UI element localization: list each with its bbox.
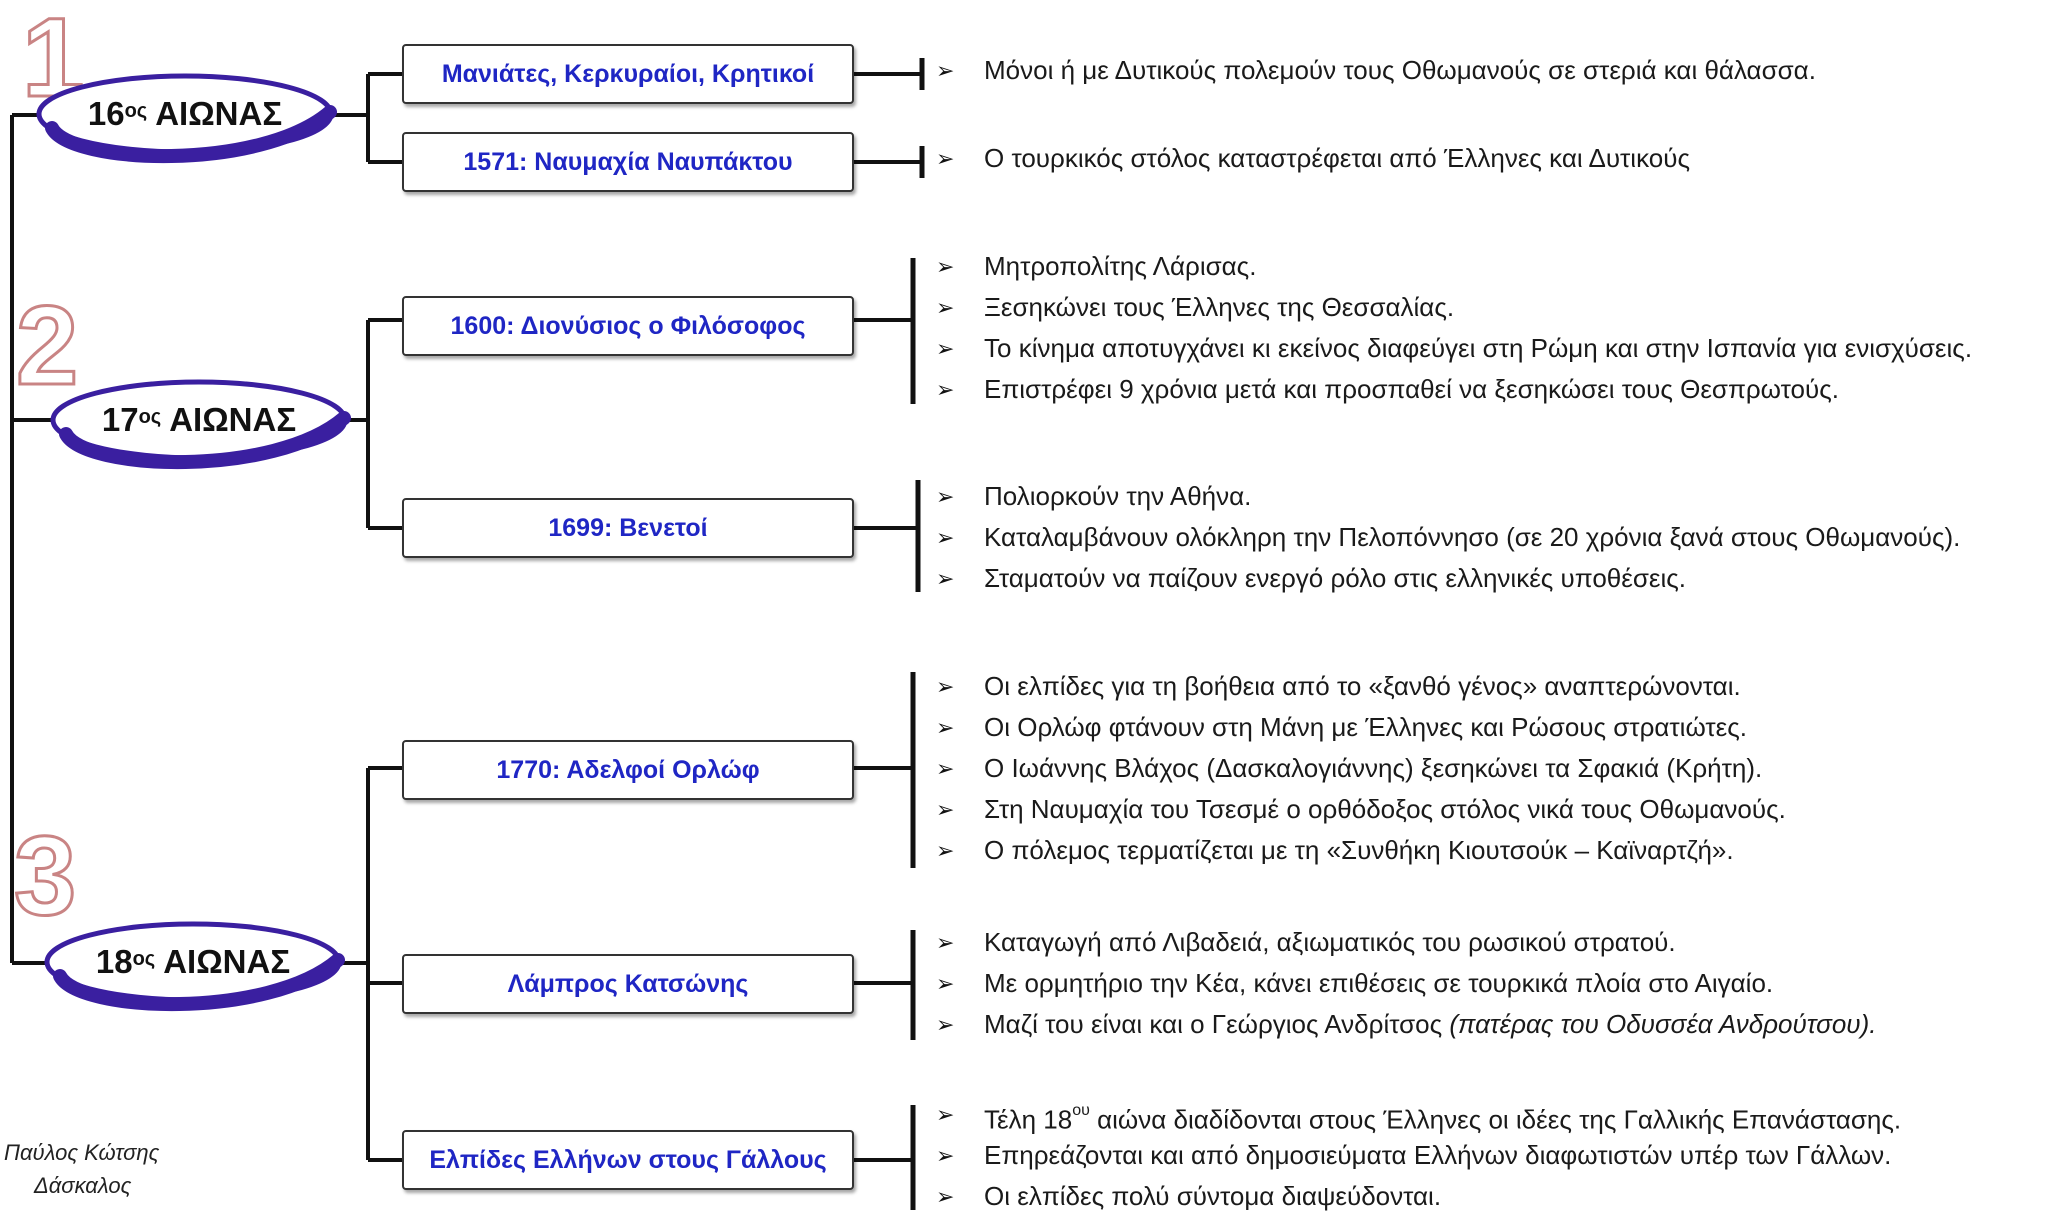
arrow-bullet-icon: ➢ [936, 756, 955, 781]
list-item: ➢Το κίνημα αποτυγχάνει κι εκείνος διαφεύ… [936, 328, 1972, 369]
topic-venetoi: 1699: Βενετοί [402, 498, 854, 558]
list-item: ➢Πολιορκούν την Αθήνα. [936, 476, 1960, 517]
arrow-bullet-icon: ➢ [936, 58, 955, 83]
list-item: ➢Καταγωγή από Λιβαδειά, αξιωματικός του … [936, 922, 1876, 963]
arrow-bullet-icon: ➢ [936, 1143, 955, 1168]
arrow-bullet-icon: ➢ [936, 1102, 955, 1127]
arrow-bullet-icon: ➢ [936, 525, 955, 550]
oval-shape [36, 73, 337, 163]
bullet-list-maniates: ➢Μόνοι ή με Δυτικούς πολεμούν τους Οθωμα… [936, 50, 1816, 91]
arrow-bullet-icon: ➢ [936, 930, 955, 955]
arrow-bullet-icon: ➢ [936, 484, 955, 509]
bullet-list-naupaktos: ➢Ο τουρκικός στόλος καταστρέφεται από Έλ… [936, 138, 1690, 179]
big-number-3: 3 [12, 813, 77, 938]
topic-dionysios: 1600: Διονύσιος ο Φιλόσοφος [402, 296, 854, 356]
arrow-bullet-icon: ➢ [936, 336, 955, 361]
list-item: ➢Μητροπολίτης Λάρισας. [936, 246, 1972, 287]
arrow-bullet-icon: ➢ [936, 797, 955, 822]
bullet-list-gallous: ➢Τέλη 18ου αιώνα διαδίδονται στους Έλλην… [936, 1094, 1901, 1217]
arrow-bullet-icon: ➢ [936, 295, 955, 320]
list-item: ➢Μαζί του είναι και ο Γεώργιος Ανδρίτσος… [936, 1004, 1876, 1045]
topic-maniates: Μανιάτες, Κερκυραίοι, Κρητικοί [402, 44, 854, 104]
bullet-list-dionysios: ➢Μητροπολίτης Λάρισας. ➢Ξεσηκώνει τους Έ… [936, 246, 1972, 410]
arrow-bullet-icon: ➢ [936, 1012, 955, 1037]
list-item: ➢Οι Ορλώφ φτάνουν στη Μάνη με Έλληνες κα… [936, 707, 1786, 748]
list-item: ➢Οι ελπίδες για τη βοήθεια από το «ξανθό… [936, 666, 1786, 707]
list-item: ➢Καταλαμβάνουν ολόκληρη την Πελοπόννησο … [936, 517, 1960, 558]
list-item: ➢Σταματούν να παίζουν ενεργό ρόλο στις ε… [936, 558, 1960, 599]
topic-gallous: Ελπίδες Ελλήνων στους Γάλλους [402, 1130, 854, 1190]
arrow-bullet-icon: ➢ [936, 674, 955, 699]
list-item: ➢Επιστρέφει 9 χρόνια μετά και προσπαθεί … [936, 369, 1972, 410]
topic-naumachia-naupaktou: 1571: Ναυμαχία Ναυπάκτου [402, 132, 854, 192]
oval-shape [44, 921, 345, 1011]
list-item: ➢Ο πόλεμος τερματίζεται με τη «Συνθήκη Κ… [936, 830, 1786, 871]
bullet-list-orlof: ➢Οι ελπίδες για τη βοήθεια από το «ξανθό… [936, 666, 1786, 871]
big-number-2: 2 [14, 283, 79, 408]
topic-katsonis: Λάμπρος Κατσώνης [402, 954, 854, 1014]
list-item: ➢Οι ελπίδες πολύ σύντομα διαψεύδονται. [936, 1176, 1901, 1217]
list-item: ➢Ο τουρκικός στόλος καταστρέφεται από Έλ… [936, 138, 1690, 179]
list-item: ➢Στη Ναυμαχία του Τσεσμέ ο ορθόδοξος στό… [936, 789, 1786, 830]
arrow-bullet-icon: ➢ [936, 377, 955, 402]
arrow-bullet-icon: ➢ [936, 971, 955, 996]
arrow-bullet-icon: ➢ [936, 566, 955, 591]
arrow-bullet-icon: ➢ [936, 838, 955, 863]
topic-orlof: 1770: Αδελφοί Ορλώφ [402, 740, 854, 800]
arrow-bullet-icon: ➢ [936, 1184, 955, 1209]
list-item: ➢Μόνοι ή με Δυτικούς πολεμούν τους Οθωμα… [936, 50, 1816, 91]
arrow-bullet-icon: ➢ [936, 254, 955, 279]
author-role: Δάσκαλος [34, 1173, 132, 1198]
bullet-list-venetoi: ➢Πολιορκούν την Αθήνα. ➢Καταλαμβάνουν ολ… [936, 476, 1960, 599]
list-item: ➢Ο Ιωάννης Βλάχος (Δασκαλογιάννης) ξεσηκ… [936, 748, 1786, 789]
arrow-bullet-icon: ➢ [936, 146, 955, 171]
list-item: ➢Τέλη 18ου αιώνα διαδίδονται στους Έλλην… [936, 1094, 1901, 1135]
list-item: ➢Επηρεάζονται και από δημοσιεύματα Ελλήν… [936, 1135, 1901, 1176]
list-item: ➢Με ορμητήριο την Κέα, κάνει επιθέσεις σ… [936, 963, 1876, 1004]
author-credit: Παύλος Κώτσης Δάσκαλος [4, 1136, 174, 1202]
arrow-bullet-icon: ➢ [936, 715, 955, 740]
bullet-list-katsonis: ➢Καταγωγή από Λιβαδειά, αξιωματικός του … [936, 922, 1876, 1045]
list-item: ➢Ξεσηκώνει τους Έλληνες της Θεσσαλίας. [936, 287, 1972, 328]
oval-shape [50, 379, 351, 469]
author-name: Παύλος Κώτσης [4, 1140, 160, 1165]
